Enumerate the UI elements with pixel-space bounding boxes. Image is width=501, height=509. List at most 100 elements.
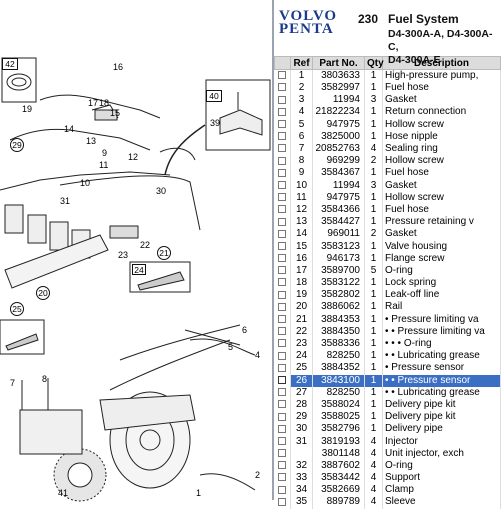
row-select-cell[interactable] [274,216,291,229]
row-checkbox[interactable] [278,461,287,470]
row-select-cell[interactable] [274,374,291,387]
callout-1[interactable]: 1 [196,488,202,498]
row-select-cell[interactable] [274,240,291,253]
row-checkbox[interactable] [278,83,287,92]
row-select-cell[interactable] [274,264,291,277]
row-checkbox[interactable] [278,424,287,433]
row-select-cell[interactable] [274,411,291,424]
row-select-cell[interactable] [274,167,291,180]
column-header-part-no[interactable]: Part No. [312,56,365,70]
row-checkbox[interactable] [278,156,287,165]
row-select-cell[interactable] [274,350,291,363]
callout-16[interactable]: 16 [113,62,124,72]
row-select-cell[interactable] [274,118,291,131]
row-checkbox[interactable] [278,290,287,299]
row-checkbox[interactable] [278,266,287,275]
row-select-cell[interactable] [274,94,291,107]
row-select-cell[interactable] [274,496,291,509]
callout-5[interactable]: 5 [228,342,234,352]
row-checkbox[interactable] [278,339,287,348]
row-select-cell[interactable] [274,472,291,485]
row-select-cell[interactable] [274,142,291,156]
row-checkbox[interactable] [278,315,287,324]
callout-31[interactable]: 31 [60,196,71,206]
row-checkbox[interactable] [278,485,287,494]
row-checkbox[interactable] [278,205,287,214]
callout-17[interactable]: 17 [88,98,99,108]
row-select-cell[interactable] [274,459,291,472]
row-select-cell[interactable] [274,82,291,95]
row-checkbox[interactable] [278,436,287,445]
row-checkbox[interactable] [278,473,287,482]
row-checkbox[interactable] [278,71,287,80]
callout-22[interactable]: 22 [140,240,151,250]
callout-39[interactable]: 39 [210,118,221,128]
callout-10[interactable]: 10 [80,178,91,188]
row-select-cell[interactable] [274,130,291,143]
callout-23[interactable]: 23 [118,250,129,260]
row-checkbox[interactable] [278,132,287,141]
callout-25[interactable]: 25 [10,302,24,316]
row-checkbox[interactable] [278,497,287,506]
row-select-cell[interactable] [274,301,291,314]
row-checkbox[interactable] [278,375,287,384]
row-checkbox[interactable] [278,144,287,153]
callout-18[interactable]: 18 [99,98,110,108]
callout-40[interactable]: 40 [206,90,222,102]
callout-2[interactable]: 2 [255,470,261,480]
callout-14[interactable]: 14 [64,124,75,134]
callout-21[interactable]: 21 [157,246,171,260]
callout-19[interactable]: 19 [22,104,33,114]
row-select-cell[interactable] [274,106,291,119]
callout-13[interactable]: 13 [86,136,97,146]
column-header-ref[interactable]: Ref [290,56,313,70]
callout-20[interactable]: 20 [36,286,50,300]
row-checkbox[interactable] [278,278,287,287]
callout-11[interactable]: 11 [99,160,109,170]
row-select-cell[interactable] [274,179,291,192]
row-checkbox[interactable] [278,193,287,202]
row-checkbox[interactable] [278,241,287,250]
row-select-cell[interactable] [274,484,291,497]
callout-12[interactable]: 12 [128,152,139,162]
callout-4[interactable]: 4 [255,350,261,360]
row-select-cell[interactable] [274,228,291,241]
row-checkbox[interactable] [278,168,287,177]
exploded-parts-diagram[interactable]: 42 16 19 17 18 15 14 29 13 12 11 10 9 31… [0,0,272,502]
row-checkbox[interactable] [278,120,287,129]
row-checkbox[interactable] [278,363,287,372]
row-select-cell[interactable] [274,398,291,412]
callout-41[interactable]: 41 [58,488,69,498]
row-checkbox[interactable] [278,302,287,311]
row-select-cell[interactable] [274,447,291,460]
callout-24[interactable]: 24 [132,264,146,275]
callout-29[interactable]: 29 [10,138,24,152]
row-checkbox[interactable] [278,351,287,360]
row-select-cell[interactable] [274,289,291,302]
row-select-cell[interactable] [274,337,291,351]
